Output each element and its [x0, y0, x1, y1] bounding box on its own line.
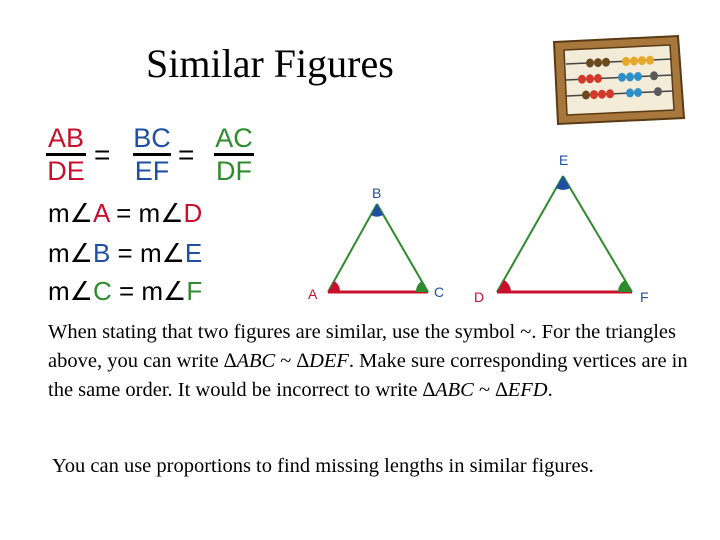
- ratio-denominator: DE: [47, 156, 85, 186]
- angle-measure-label: m∠: [141, 276, 187, 306]
- slide-title: Similar Figures: [146, 41, 394, 86]
- triangle-symbol: ∆: [495, 379, 508, 401]
- triangle-symbol: ∆: [296, 350, 310, 372]
- fraction-bar: [214, 153, 254, 156]
- angle-vertex: F: [186, 276, 203, 306]
- vertex-label-a: A: [308, 286, 318, 302]
- vertex-label-c: C: [434, 284, 444, 300]
- angle-equality-c-f: m∠C = m∠F: [48, 276, 202, 307]
- angle-measure-label: m∠: [48, 238, 93, 268]
- equals-sign: =: [178, 139, 195, 170]
- triangle-name-abc: ABC: [236, 350, 276, 372]
- proportions-note: You can use proportions to find missing …: [52, 455, 594, 477]
- ratio-ac-df: AC DF: [214, 123, 254, 186]
- abacus-icon: [552, 34, 686, 126]
- vertex-label-b: B: [372, 185, 381, 201]
- triangle-abc: B A C: [308, 185, 444, 302]
- similar-symbol: ~: [473, 379, 496, 401]
- angle-measure-label: m∠: [138, 198, 184, 228]
- ratio-numerator: AB: [47, 123, 85, 153]
- triangle-symbol: ∆: [223, 350, 237, 372]
- angle-vertex: A: [92, 198, 109, 228]
- triangle-name-efd: EFD: [507, 379, 548, 401]
- vertex-label-d: D: [474, 289, 484, 305]
- equals-sign: =: [108, 198, 139, 228]
- angle-measure-label: m∠: [48, 198, 93, 228]
- triangle-def: E D F: [474, 152, 649, 305]
- ratio-numerator: BC: [133, 123, 171, 153]
- fraction-bar: [133, 153, 171, 156]
- fraction-bar: [46, 153, 86, 156]
- ratio-denominator: EF: [134, 156, 170, 186]
- paragraph-text: When stating that two figures are simila…: [48, 321, 676, 372]
- angle-measure-label: m∠: [48, 276, 93, 306]
- paragraph-text: . Make sure corresponding vertices are i…: [48, 350, 688, 401]
- vertex-label-f: F: [640, 289, 649, 305]
- triangle-name-abc: ABC: [435, 379, 474, 401]
- angle-equality-a-d: m∠A = m∠D: [48, 198, 202, 229]
- ratio-ab-de: AB DE: [46, 123, 86, 186]
- ratio-bc-ef: BC EF: [133, 123, 171, 186]
- similar-symbol: ~: [275, 350, 297, 372]
- triangle-name-def: DEF: [309, 350, 349, 372]
- angle-vertex: D: [183, 198, 203, 228]
- ratio-denominator: DF: [216, 156, 252, 186]
- angle-equality-b-e: m∠B = m∠E: [48, 238, 202, 269]
- paragraph-text: .: [547, 379, 553, 401]
- equals-sign: =: [111, 276, 142, 306]
- equals-sign: =: [94, 139, 111, 170]
- equals-sign: =: [110, 238, 140, 268]
- triangle-symbol: ∆: [422, 379, 436, 401]
- angle-measure-label: m∠: [139, 238, 185, 268]
- ratio-numerator: AC: [215, 123, 253, 153]
- explanation-paragraph: When stating that two figures are simila…: [48, 318, 688, 405]
- angle-vertex: B: [92, 238, 111, 268]
- angle-vertex: E: [184, 238, 203, 268]
- vertex-label-e: E: [559, 152, 568, 168]
- angle-vertex: C: [92, 276, 112, 306]
- similar-triangles-figure: B A C E D F: [308, 152, 649, 305]
